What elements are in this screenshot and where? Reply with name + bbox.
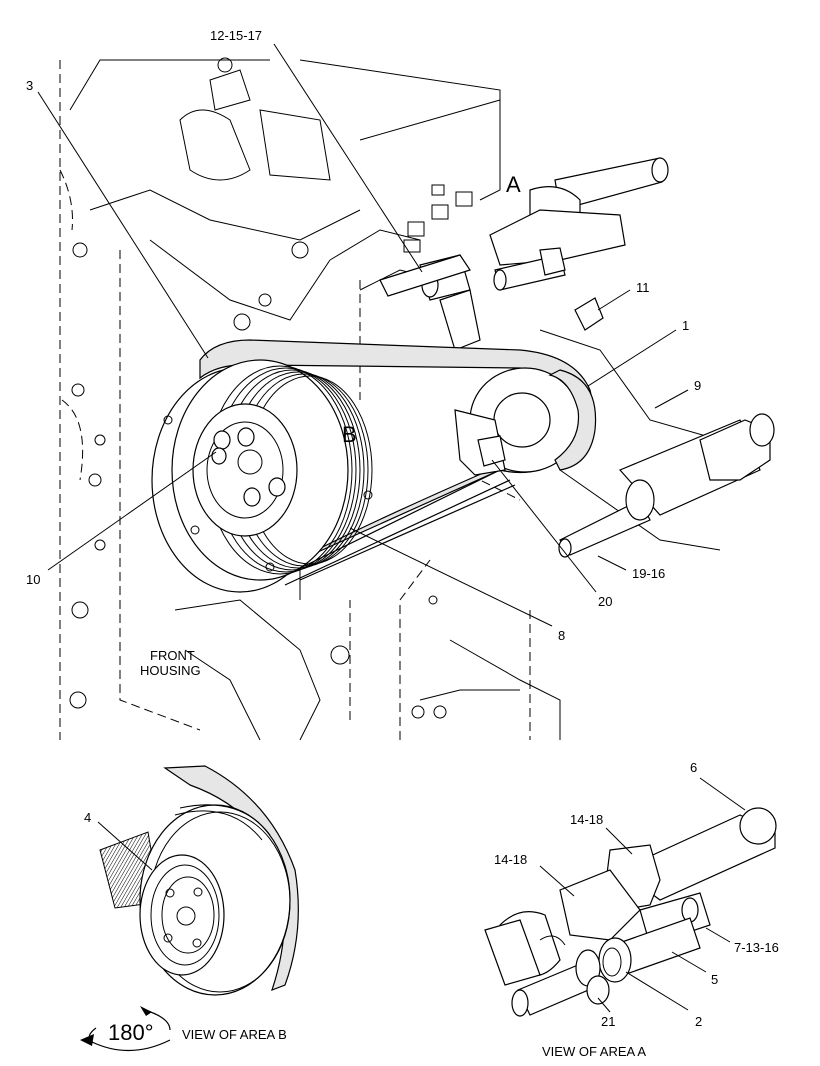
rotation-180-label: 180° [108,1020,154,1045]
view-area-a: 6 14-18 14-18 7-13-16 5 21 2 VIEW OF ARE… [484,760,779,1059]
callout-3: 3 [26,78,33,93]
callout-1: 1 [682,318,689,333]
callout-20: 20 [598,594,612,609]
callout-8: 8 [558,628,565,643]
callout-5: 5 [711,972,718,987]
callout-7-13-16: 7-13-16 [734,940,779,955]
callout-2: 2 [695,1014,702,1029]
view-area-b: 4 180° VIEW OF AREA B [80,765,299,1052]
callout-19-16: 19-16 [632,566,665,581]
view-of-area-b-caption: VIEW OF AREA B [182,1027,287,1042]
callout-14-18-upper: 14-18 [570,812,603,827]
callout-11: 11 [636,280,650,295]
engine-main-view [59,57,775,741]
area-a-marker: A [506,172,521,197]
callout-14-18-lower: 14-18 [494,852,527,867]
main-view-callouts: 12-15-17 3 A 11 1 9 B 10 20 19-16 8 FRON… [26,28,701,678]
front-housing-label-line2: HOUSING [140,663,201,678]
callout-6: 6 [690,760,697,775]
view-of-area-a-caption: VIEW OF AREA A [542,1044,646,1059]
callout-12-15-17: 12-15-17 [210,28,262,43]
callout-21: 21 [601,1014,615,1029]
callout-9: 9 [694,378,701,393]
area-b-marker: B [342,422,357,447]
front-housing-label-line1: FRONT [150,648,195,663]
callout-4: 4 [84,810,91,825]
callout-10: 10 [26,572,40,587]
